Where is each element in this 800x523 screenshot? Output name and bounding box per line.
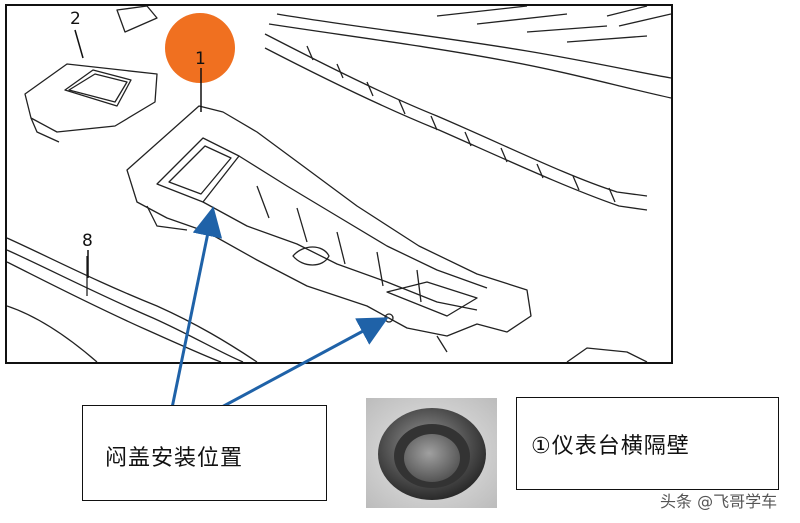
part-label-8: 8 (82, 231, 93, 251)
corner-fragment (566, 347, 648, 362)
watermark: 头条 @飞哥学车 (660, 492, 778, 511)
plug-position-callout: 闷盖安装位置 (82, 405, 327, 501)
part-name-callout: ①仪表台横隔壁 (516, 397, 779, 490)
plug-position-label: 闷盖安装位置 (105, 446, 244, 471)
part-name-label: ①仪表台横隔壁 (531, 434, 690, 459)
part-label-1: 1 (195, 49, 206, 69)
part-label-2-leader (74, 29, 84, 59)
plug-photo (366, 398, 497, 508)
part-label-2: 2 (70, 9, 81, 29)
part-8-seal (7, 237, 258, 362)
parts-diagram-frame: 2 1 8 (5, 4, 673, 364)
windshield-frame (264, 6, 671, 211)
part-2-bracket (24, 6, 158, 143)
parts-line-drawing: 2 1 8 (7, 6, 671, 362)
part-1-dashboard-partition (126, 105, 532, 353)
highlight-marker (165, 13, 235, 83)
